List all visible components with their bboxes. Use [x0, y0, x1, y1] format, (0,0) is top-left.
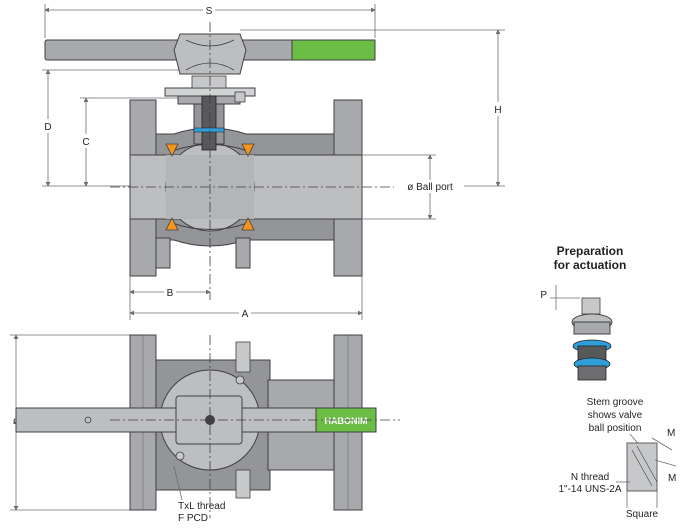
dim-ball-port-label: ø Ball port [407, 182, 453, 193]
dim-b-label: B [167, 288, 174, 299]
stop-bolt [234, 91, 246, 103]
dim-m2-label: M [668, 473, 676, 484]
seat-lower-right [241, 217, 255, 231]
seat-lower-left [165, 217, 179, 231]
stem-square [581, 297, 601, 315]
pcd-label: F PCD [178, 513, 208, 524]
dim-d-label: D [44, 122, 51, 133]
handle-bar-left [44, 39, 186, 61]
n-thread-line2: 1"-14 UNS-2A [558, 484, 621, 495]
body-boss-right [235, 237, 251, 269]
dim-h-label: H [494, 105, 501, 116]
body-boss-left [155, 237, 171, 269]
prep-title-line2: for actuation [554, 258, 627, 272]
stem-end [626, 442, 658, 492]
stem-groove-line1: Stem groove [587, 397, 644, 408]
seat-upper-right [241, 143, 255, 157]
actuation-detail: Preparation for actuation P Stem groove … [540, 244, 676, 520]
dim-m1-label: M [667, 428, 675, 439]
prep-title-line1: Preparation [557, 244, 624, 258]
stem-seal [193, 127, 225, 133]
thread-label: TxL thread [178, 501, 225, 512]
stem-groove-line2: shows valve [588, 410, 643, 421]
dim-p-label: P [540, 290, 547, 301]
dim-m1-line [651, 437, 673, 451]
stem-groove-line3: ball position [589, 423, 642, 434]
section-view: S H D C [42, 4, 505, 320]
stem [201, 95, 217, 151]
stem-nut [191, 75, 227, 89]
dim-c-label: C [82, 137, 89, 148]
plan-bolt-bottom [235, 469, 251, 499]
brand-label: HABONIM [325, 416, 368, 426]
n-thread-line1: N thread [571, 472, 609, 483]
dim-a-label: A [242, 309, 249, 320]
handle-grip [291, 39, 376, 61]
square-label: Square [626, 509, 659, 520]
dim-m2-line [654, 459, 677, 467]
seat-upper-left [165, 143, 179, 157]
plan-bolt-top [235, 341, 251, 373]
thread-leader [173, 465, 183, 501]
stem-body [573, 321, 611, 335]
dim-s-label: S [206, 6, 213, 17]
plan-view: ø W HABONIM TxL thread F PCD [4, 334, 400, 524]
